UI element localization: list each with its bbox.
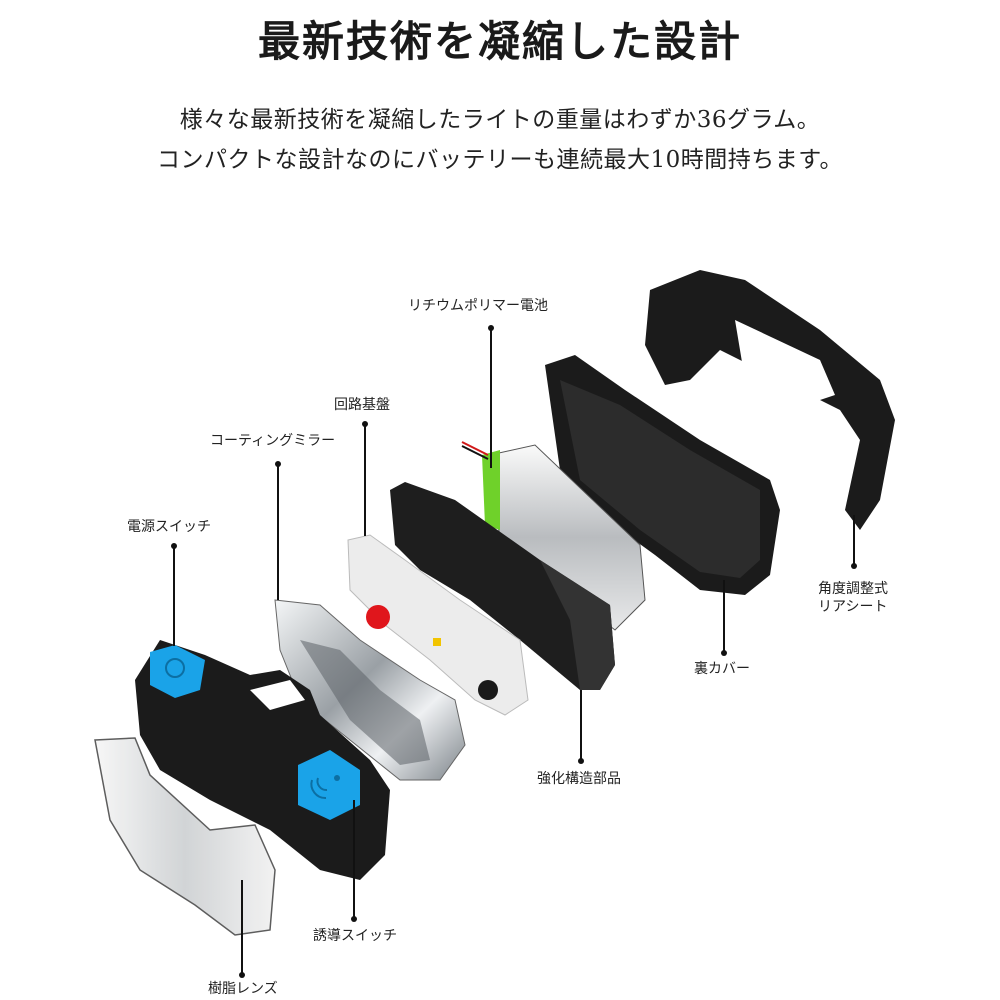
reinforcement-part: [390, 482, 615, 690]
leader-line: [353, 800, 355, 918]
label-coating-mirror: コーティングミラー: [210, 433, 336, 449]
back-cover-part: [545, 355, 780, 595]
leader-line: [277, 464, 279, 600]
page-title: 最新技術を凝縮した設計: [257, 17, 742, 66]
label-battery: リチウムポリマー電池: [408, 298, 548, 314]
leader-dot: [720, 650, 727, 656]
leader-dot: [238, 972, 245, 978]
label-resin-lens: 樹脂レンズ: [208, 981, 278, 997]
leader-line: [490, 328, 492, 468]
label-power-switch: 電源スイッチ: [127, 519, 211, 535]
leader-line: [364, 424, 366, 536]
housing-part: [135, 640, 390, 880]
battery-part: [461, 441, 646, 631]
label-rear-seat-line-2: リアシート: [818, 599, 888, 615]
leader-line: [723, 580, 725, 652]
label-sensor-switch: 誘導スイッチ: [313, 928, 397, 944]
leader-dot: [850, 563, 857, 569]
circuit-board-part: [347, 534, 529, 716]
label-circuit-board: 回路基盤: [334, 397, 390, 413]
label-rear-seat-line-1: 角度調整式: [818, 581, 888, 597]
label-rear-seat: 角度調整式 リアシート: [818, 580, 888, 616]
label-reinforcement: 強化構造部品: [537, 771, 621, 787]
leader-line: [580, 690, 582, 760]
subtitle-line-2: コンパクトな設計なのにバッテリーも連続最大10時間持ちます。: [157, 147, 843, 173]
leader-dot: [350, 916, 357, 922]
leader-dot: [577, 758, 584, 764]
label-back-cover: 裏カバー: [694, 661, 750, 677]
rear-seat-part: [645, 270, 895, 530]
resin-lens-part: [94, 737, 276, 936]
leader-line: [173, 546, 175, 646]
leader-line: [853, 515, 855, 565]
leader-line: [241, 880, 243, 975]
subtitle-line-1: 様々な最新技術を凝縮したライトの重量はわずか36グラム。: [179, 107, 821, 133]
